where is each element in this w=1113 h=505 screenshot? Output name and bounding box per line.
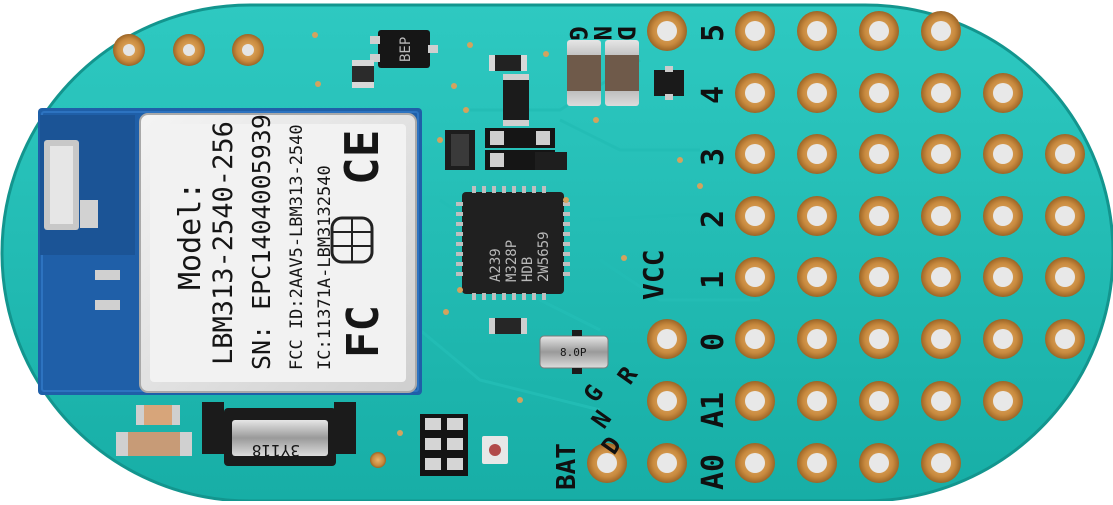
module-ic-number: IC:11371A-LBM3132540 — [315, 165, 335, 370]
fist-logo-icon — [330, 216, 374, 264]
module-model-number: LBM313-2540-256 — [208, 121, 239, 365]
pin-label-5: 5 — [696, 24, 731, 42]
pin-label-bat: BAT — [552, 443, 582, 490]
mcu-chip: A239 M328P HDB 2W5659 — [456, 186, 570, 300]
pin-label-0: 0 — [696, 333, 731, 351]
pin-label-1: 1 — [696, 271, 731, 289]
fcc-mark: FC — [338, 305, 389, 358]
mcu-marking-line3: HDB — [520, 257, 536, 282]
pin-label-3: 3 — [696, 148, 731, 166]
pin-label-a0: A0 — [696, 454, 731, 490]
pin-label-2: 2 — [696, 210, 731, 228]
module-fcc-id: FCC ID:2AAV5-LBM313-2540 — [287, 124, 307, 370]
sot-marking: BEP — [398, 37, 414, 62]
module-serial-number: SN: EPC1404005939 — [247, 114, 276, 370]
module-model-label: Model: — [173, 182, 208, 290]
pin-label-vcc: VCC — [637, 249, 670, 300]
pin-label-gnd-d: D — [612, 26, 640, 40]
vias — [312, 32, 703, 436]
mcu-marking-line4: 2W5659 — [536, 231, 552, 282]
pin-label-gnd-n: N — [588, 26, 616, 40]
smd-components: BEP 3Y118 — [116, 30, 684, 476]
oscillator: 8.0P — [539, 330, 609, 374]
top-pads — [113, 34, 264, 66]
pin-labels: G N D 5 4 3 2 1 0 VCC A1 A0 BAT G N D R — [552, 24, 731, 490]
mcu-marking-line2: M328P — [504, 240, 520, 282]
ble-module — [38, 108, 422, 395]
pin-label-gnd-g: G — [564, 26, 592, 40]
pin-label-a1: A1 — [696, 392, 731, 428]
ce-mark: CE — [335, 130, 389, 185]
pin-label-4: 4 — [696, 86, 731, 104]
oscillator-marking: 8.0P — [560, 346, 587, 359]
through-hole-pad-grid — [587, 11, 1085, 483]
crystal-marking: 3Y118 — [252, 441, 300, 460]
mcu-marking-line1: A239 — [488, 248, 504, 282]
